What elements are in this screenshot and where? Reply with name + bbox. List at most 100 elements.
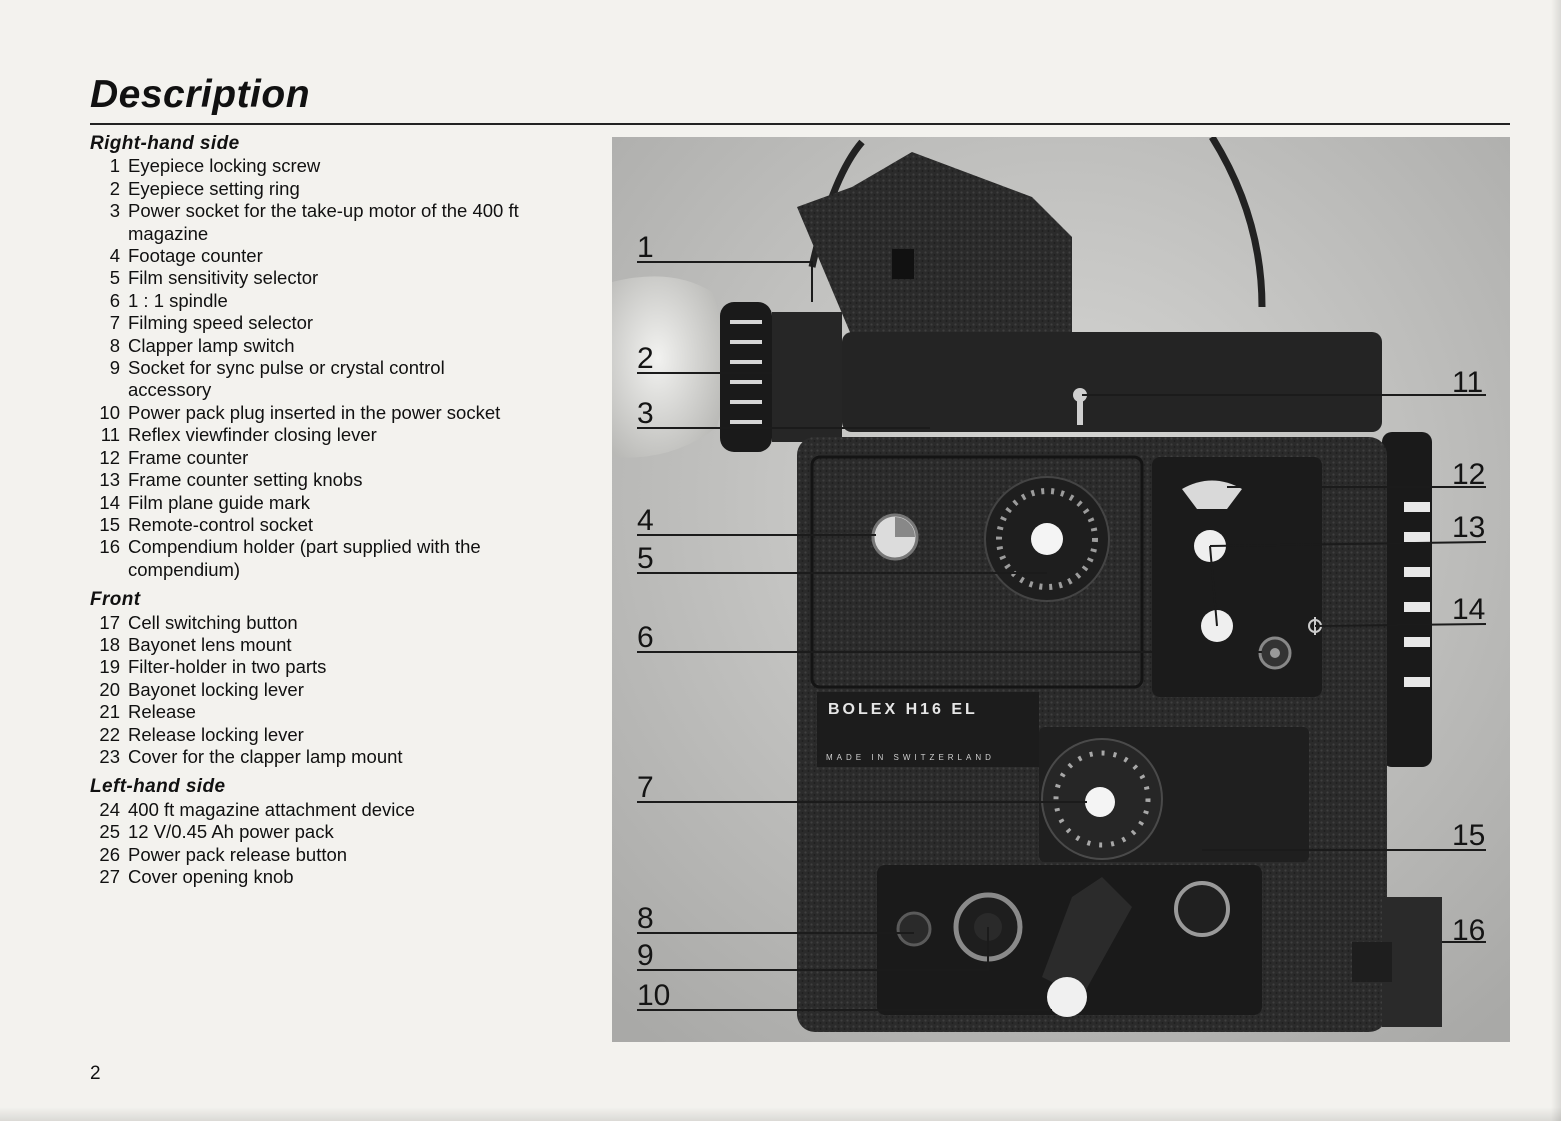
callout-15: 15 (1452, 819, 1485, 852)
legend-item-number: 23 (99, 745, 120, 767)
legend-item-number: 7 (109, 312, 120, 334)
legend-item-number: 16 (99, 536, 120, 558)
legend-item-text: Compendium holder (part supplied with th… (128, 536, 481, 580)
legend-item-number: 11 (100, 424, 120, 446)
legend-item-number: 17 (99, 611, 120, 633)
legend-item-number: 20 (99, 678, 120, 700)
compendium-screw (1352, 942, 1392, 982)
legend-item-number: 21 (99, 701, 120, 723)
legend-item: 1 Eyepiece locking screw (90, 155, 530, 177)
legend-item: 13 Frame counter setting knobs (90, 469, 530, 491)
legend-item-text: Eyepiece setting ring (128, 177, 300, 199)
filming-speed-knob (1085, 787, 1115, 817)
eyepiece-setting-ring (720, 302, 772, 452)
callout-16: 16 (1452, 914, 1485, 947)
legend-item-text: Clapper lamp switch (128, 334, 295, 356)
legend-item: 2 Eyepiece setting ring (90, 178, 530, 200)
page-title: Description (90, 73, 311, 116)
legend-item-text: Power socket for the take-up motor of th… (128, 200, 519, 244)
callout-10: 10 (637, 979, 670, 1012)
callout-3: 3 (637, 397, 654, 430)
legend-item-text: Cover opening knob (128, 866, 294, 887)
legend-item: 10 Power pack plug inserted in the power … (90, 402, 530, 424)
remote-control-socket (1174, 881, 1230, 937)
legend-item-text: Frame counter setting knobs (128, 469, 363, 491)
legend-item-text: Film plane guide mark (128, 491, 310, 513)
legend-item-text: Socket for sync pulse or crystal control… (128, 357, 445, 401)
legend-item-number: 22 (99, 723, 120, 745)
page-edge-shadow-right (1551, 0, 1561, 1121)
magazine-attachment (797, 152, 1072, 337)
legend-item-text: Frame counter (128, 446, 249, 468)
legend-item: 3 Power socket for the take-up motor of t… (90, 200, 530, 245)
legend-item-text: Cover for the clapper lamp mount (128, 745, 403, 767)
legend-item-text: Bayonet lens mount (128, 633, 292, 655)
legend-item-number: 9 (109, 357, 120, 379)
viewfinder-body (842, 332, 1382, 432)
callout-8: 8 (637, 902, 654, 935)
legend-item-number: 8 (109, 334, 120, 356)
legend-item-number: 10 (99, 401, 120, 423)
legend-item-text: 400 ft magazine attachment device (128, 798, 415, 820)
legend-item-number: 2 (109, 177, 120, 199)
callout-numbers: 1 2 3 4 5 6 7 8 9 10 11 12 13 14 15 16 (637, 231, 1485, 1012)
legend-item-text: 12 V/0.45 Ah power pack (128, 821, 334, 843)
legend-item-text: Power pack plug inserted in the power so… (128, 401, 501, 423)
legend-item-number: 26 (99, 843, 120, 865)
legend-item-text: Eyepiece locking screw (128, 155, 321, 177)
legend-item-number: 13 (99, 469, 120, 491)
legend-item: 14 Film plane guide mark (90, 492, 530, 514)
viewfinder-lever (1077, 399, 1083, 425)
callout-6: 6 (637, 621, 654, 654)
legend-item: 12 Frame counter (90, 447, 530, 469)
magazine-latch (892, 249, 914, 279)
callout-9: 9 (637, 939, 654, 972)
section-heading: Right-hand side (90, 133, 240, 154)
legend-item-text: 1 : 1 spindle (128, 289, 228, 311)
legend-item-number: 25 (99, 821, 120, 843)
callout-13: 13 (1452, 511, 1485, 544)
legend-item-text: Filter-holder in two parts (128, 656, 327, 678)
legend-item-number: 1 (109, 155, 120, 177)
legend-item-text: Reflex viewfinder closing lever (128, 424, 377, 446)
legend-item-number: 6 (109, 289, 120, 311)
clapper-lamp-switch (896, 911, 932, 947)
brand-plate-text: BOLEX H16 EL (828, 701, 978, 718)
legend-item: 18 Bayonet lens mount (90, 634, 530, 656)
legend-item: 9 Socket for sync pulse or crystal contro… (90, 357, 530, 402)
section-heading: Front (90, 589, 141, 611)
eyepiece-housing (772, 312, 842, 442)
callout-7: 7 (637, 771, 654, 804)
callout-2: 2 (637, 342, 654, 375)
callout-5: 5 (637, 542, 654, 575)
legend-item: 19 Filter-holder in two parts (90, 656, 530, 678)
carry-strap (1209, 137, 1266, 308)
power-pack-plug (1047, 977, 1087, 1017)
callout-11: 11 (1452, 366, 1483, 399)
legend-item-number: 12 (99, 446, 120, 468)
made-in-text: MADE IN SWITZERLAND (826, 753, 995, 762)
legend-item-number: 19 (99, 656, 120, 678)
power-cable (1042, 877, 1132, 997)
legend-item-number: 24 (99, 798, 120, 820)
legend-item-number: 3 (109, 200, 120, 222)
legend-item-number: 5 (109, 267, 120, 289)
frame-counter-panel (1152, 457, 1322, 697)
page-edge-shadow (0, 1107, 1561, 1121)
legend-item-text: Release (128, 701, 196, 723)
callout-4: 4 (637, 504, 654, 537)
lens-mount (1382, 432, 1432, 767)
title-rule (90, 123, 1510, 125)
legend-item: 8 Clapper lamp switch (90, 335, 530, 357)
legend-item-number: 14 (99, 491, 120, 513)
legend-item-number: 18 (99, 633, 120, 655)
legend-item: 24 400 ft magazine attachment device (90, 799, 530, 821)
eyecup (612, 276, 726, 458)
